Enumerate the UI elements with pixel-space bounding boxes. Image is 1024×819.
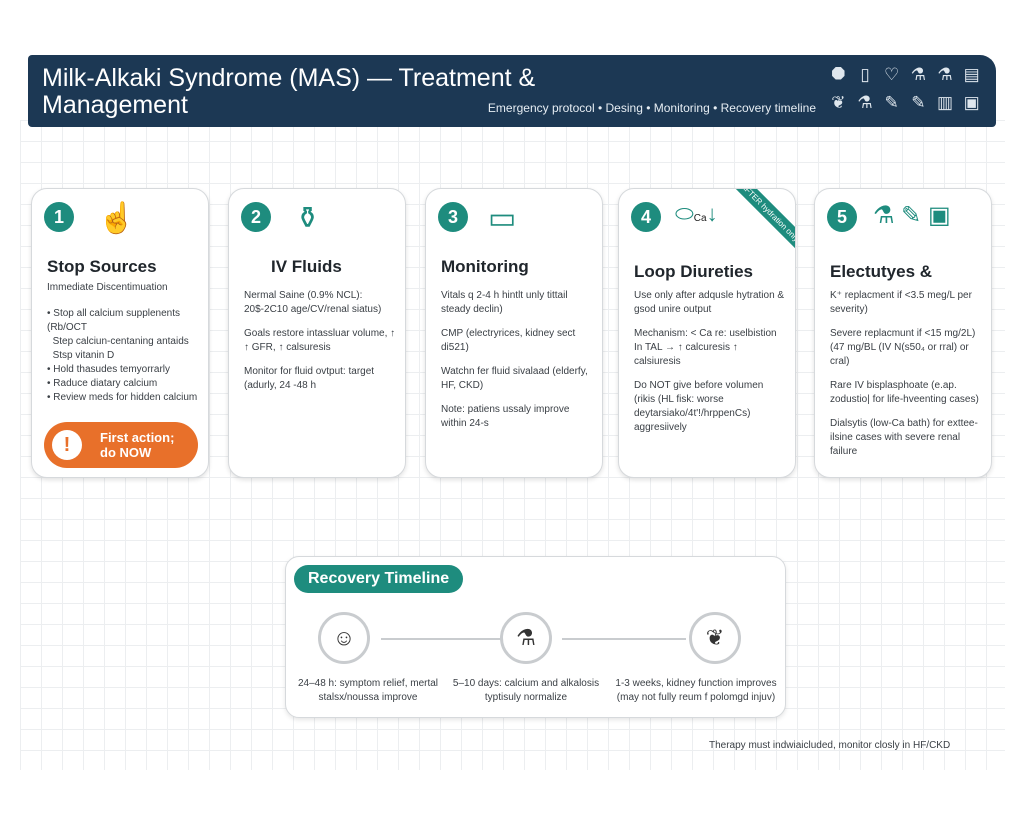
timeline-step-text: 5–10 days: calcium and alkalosis typtisu… (452, 678, 600, 703)
syringe-icon: ✎ (884, 93, 899, 112)
dialysis-machine-icon: ▣ (963, 93, 980, 112)
paragraph: Mechanism: < Ca re: uselbistion In TAL →… (634, 328, 777, 367)
step-number: 2 (241, 202, 271, 232)
paragraph: Vitals q 2-4 h hintlt unly tittail stead… (441, 290, 568, 315)
iv-bag-icon: ⚱ (295, 202, 321, 235)
iv-bag-icon: ▯ (860, 65, 870, 84)
list-item: • Stop all calcium supplenents (Rb/OCT (47, 308, 181, 333)
card-iv-fluids: 2 ⚱ IV Fluids Nermal Saine (0.9% NCL): 2… (228, 188, 406, 478)
list-item: Stsp vitanin D (52, 350, 115, 361)
monitor-test-tube-icon: ▭ (488, 202, 517, 235)
device-icon: ▤ (963, 65, 980, 84)
card-title: IV Fluids (271, 257, 342, 276)
timeline-step-text: 1-3 weeks, kidney function improves (may… (615, 678, 777, 703)
exclamation-icon: ! (52, 430, 82, 460)
paragraph: Note: patiens ussaly improve within 24-s (441, 404, 570, 429)
heart-monitor-icon: ♡ (884, 65, 900, 84)
step-number: 1 (44, 202, 74, 232)
first-action-badge: ! First action; do NOW (44, 422, 198, 468)
card-title: Loop Diureties (634, 262, 754, 281)
card-monitoring: 3 ▭ Monitoring Vitals q 2-4 h hintlt unl… (425, 188, 603, 478)
paragraph: Rare IV bisplasphoate (e.ap. zodustio| f… (830, 380, 979, 405)
paragraph: Dialsytis (low-Ca bath) for exttee-ilsin… (830, 418, 978, 457)
step-number: 3 (438, 202, 468, 232)
person-icon: ☺ (318, 612, 370, 664)
paragraph: Use only after adqusle hytration & gsod … (634, 290, 785, 315)
paragraph: Nermal Saine (0.9% NCL): 20$-2C10 age/CV… (244, 290, 382, 315)
kidney-icon: ❦ (689, 612, 741, 664)
stop-sign-icon: ⯃ (831, 65, 846, 84)
paragraph: K⁺ replacment if <3.5 meg/L per severity… (830, 290, 972, 315)
card-body: Vitals q 2-4 h hintlt unly tittail stead… (441, 289, 594, 441)
timeline-connector (562, 638, 686, 640)
card-electrolytes: 5 ⚗ ✎ ▣ Electutyes & K⁺ replacment if <3… (814, 188, 992, 478)
hand-stop-icon: ☝ (98, 202, 136, 235)
step-number: 5 (827, 202, 857, 232)
header-icons: ⯃ ▯ ♡ ⚗ ⚗ ▤ ❦ ⚗ ✎ ✎ ▥ ▣ (825, 65, 985, 113)
flask-icon: ⚗ (910, 65, 926, 84)
card-body: Immediate Discentimuation • Stop all cal… (47, 281, 200, 405)
list-item: Step calciun-centaning antaids (52, 336, 189, 347)
card-body: Use only after adqusle hytration & gsod … (634, 289, 787, 445)
kidney-icon: ❦ (831, 93, 846, 112)
timeline-connector (381, 638, 501, 640)
flask-icon: ⚗ (857, 93, 873, 112)
recovery-title: Recovery Timeline (294, 565, 464, 593)
card-title: Electutyes & (830, 262, 933, 281)
flask-syringe-dialysis-icon: ⚗ ✎ ▣ (873, 202, 951, 229)
card-stop-sources: 1 ☝ Stop Sources Immediate Discentimuati… (31, 188, 209, 478)
paragraph: Monitor for fluid ovtput: target (adurly… (244, 366, 375, 391)
page-title: Milk-Alkaki Syndrome (MAS) — Treatment &… (42, 64, 536, 119)
timeline-step-text: 24–48 h: symptom relief, mertal stalsx/n… (297, 678, 439, 703)
page-subtitle: Emergency protocol • Desing • Monitoring… (487, 101, 816, 115)
pill-icon: ⬭Ca↓ (675, 201, 718, 226)
monitor-icon: ▥ (936, 93, 954, 112)
lab-flask-icon: ⚗ (500, 612, 552, 664)
card-body: Nermal Saine (0.9% NCL): 20$-2C10 age/CV… (244, 289, 397, 403)
card-body: K⁺ replacment if <3.5 meg/L per severity… (830, 289, 983, 469)
paragraph: Goals restore intassluar volume, ↑ ↑ GFR… (244, 328, 396, 353)
paragraph: CMP (electryrices, kidney sect di521) (441, 328, 576, 353)
flask-icon: ⚗ (937, 65, 953, 84)
step-number: 4 (631, 202, 661, 232)
recovery-timeline: Recovery Timeline ☺ ⚗ ❦ 24–48 h: symptom… (285, 556, 786, 718)
card-title: Stop Sources (47, 257, 157, 276)
footer-note: Therapy must indwiaicluded, monitor clos… (709, 740, 951, 751)
list-item: • Review meds for hidden calcium (47, 392, 198, 403)
card-loop-diuretics: AFTER hydration only 4 ⬭Ca↓ Loop Diureti… (618, 188, 796, 478)
syringe-icon: ✎ (911, 93, 926, 112)
list-item: • Raduce diatary calcium (47, 378, 158, 389)
list-item: • Hold thasudes temyorrarly (47, 364, 170, 375)
card-title: Monitoring (441, 257, 529, 276)
ribbon-label: AFTER hydration only (711, 189, 795, 271)
paragraph: Watchn fer fluid sivalaad (elderfy, HF, … (441, 366, 588, 391)
paragraph: Do NOT give before volumen (rikis (HL fi… (634, 380, 764, 433)
header-banner: Milk-Alkaki Syndrome (MAS) — Treatment &… (28, 55, 996, 127)
paragraph: Severe replacmunt if <15 mg/2L) (47 mg/B… (830, 328, 976, 367)
card-subtitle: Immediate Discentimuation (47, 282, 168, 293)
